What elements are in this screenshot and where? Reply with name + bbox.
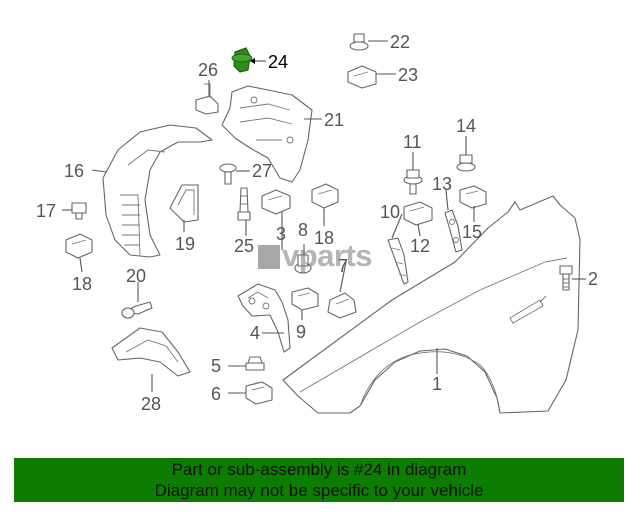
label-15: 15 (462, 222, 482, 242)
part-bolt-11 (403, 169, 423, 195)
label-14: 14 (456, 116, 476, 136)
part-bolt-5 (245, 356, 265, 371)
label-22: 22 (390, 32, 410, 52)
part-bolt-14 (456, 154, 476, 172)
label-20: 20 (126, 266, 146, 286)
part-push-clip-25 (237, 187, 251, 221)
part-clip-6 (245, 381, 273, 405)
part-inner-liner-21 (221, 85, 313, 183)
part-wheel-liner-16 (102, 124, 213, 258)
part-bolt-2 (559, 265, 573, 291)
banner-line-1: Part or sub-assembly is #24 in diagram (171, 460, 467, 479)
part-bracket-10 (387, 237, 409, 285)
leader-lines (62, 40, 586, 394)
parts-diagram: 1 2 3 4 5 6 7 8 9 10 11 12 13 14 15 16 1… (36, 32, 598, 414)
label-5: 5 (211, 356, 221, 376)
part-plate-19 (169, 184, 199, 223)
part-nut-22 (349, 33, 369, 51)
part-grommet-8 (294, 254, 312, 274)
label-28: 28 (141, 394, 161, 414)
label-10: 10 (380, 202, 400, 222)
label-18b: 18 (314, 228, 334, 248)
part-screw-20 (121, 301, 153, 319)
part-clip-12 (403, 201, 433, 226)
banner-line-2: Diagram may not be specific to your vehi… (154, 481, 484, 500)
label-7: 7 (338, 256, 348, 276)
part-bracket-13 (444, 209, 463, 253)
part-lower-cover-28 (111, 327, 191, 377)
part-clip-3 (261, 189, 291, 215)
label-25: 25 (234, 236, 254, 256)
label-2: 2 (588, 269, 598, 289)
label-3: 3 (276, 224, 286, 244)
part-screw-27 (219, 163, 237, 185)
label-24: 24 (268, 52, 288, 72)
part-clip-9 (291, 287, 319, 311)
watermark-mark-icon (258, 245, 280, 269)
label-23: 23 (398, 65, 418, 85)
label-9: 9 (296, 322, 306, 342)
part-bracket-4 (237, 283, 291, 353)
label-12: 12 (410, 236, 430, 256)
label-19: 19 (175, 234, 195, 254)
label-8: 8 (298, 220, 308, 240)
watermark-text: vparts (282, 238, 373, 273)
part-clip-15 (459, 185, 487, 209)
info-banner: Part or sub-assembly is #24 in diagram D… (14, 458, 624, 502)
label-27: 27 (252, 161, 272, 181)
label-13: 13 (432, 174, 452, 194)
label-4: 4 (250, 323, 260, 343)
part-push-clip-24 (231, 47, 253, 73)
label-26: 26 (198, 60, 218, 80)
part-clip-23 (347, 65, 377, 89)
label-6: 6 (211, 384, 221, 404)
part-bracket-26 (195, 83, 219, 115)
callout-numbers: 1 2 3 4 5 6 7 8 9 10 11 12 13 14 15 16 1… (36, 32, 598, 414)
label-21: 21 (324, 110, 344, 130)
part-bracket-7 (327, 292, 357, 319)
part-clip-18a (65, 233, 93, 259)
label-1: 1 (432, 374, 442, 394)
part-fender (282, 195, 581, 414)
label-17: 17 (36, 201, 56, 221)
part-bolt-17 (71, 202, 87, 220)
label-11: 11 (403, 132, 422, 152)
watermark-logo: vparts (258, 238, 373, 274)
part-clip-18b (311, 183, 339, 209)
label-18a: 18 (72, 274, 92, 294)
label-16: 16 (64, 161, 84, 181)
